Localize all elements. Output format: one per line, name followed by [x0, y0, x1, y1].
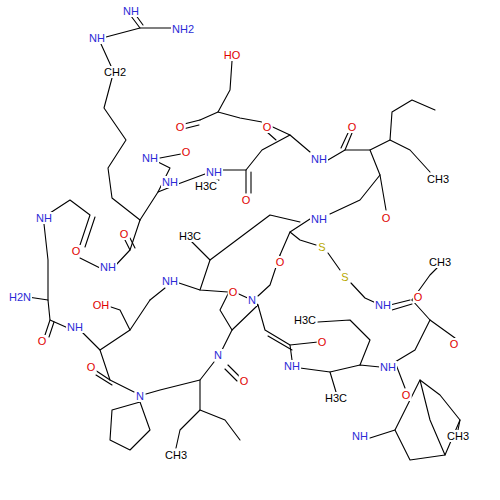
atom-label: NH: [99, 261, 117, 273]
atom-label: O: [413, 291, 424, 303]
atom-label: O: [275, 256, 286, 268]
atom-label: O: [401, 389, 412, 401]
atom-label: O: [86, 361, 97, 373]
atom-label: O: [71, 245, 82, 257]
atom-label: O: [228, 286, 239, 298]
atom-label: S: [317, 241, 326, 253]
atom-label: H2N: [8, 291, 32, 303]
atom-label: O: [119, 228, 130, 240]
atom-label: N: [213, 349, 223, 361]
atom-label: O: [37, 335, 48, 347]
atom-label: NH: [310, 213, 328, 225]
atom-label: S: [340, 271, 349, 283]
atom-label: NH2: [171, 23, 195, 35]
atom-label: CH3: [428, 256, 452, 268]
atom-label: OH: [92, 299, 111, 311]
atom-label: H3C: [324, 392, 348, 404]
atom-label: NH: [141, 152, 159, 164]
atom-label: CH3: [164, 449, 188, 461]
atom-label: H3C: [194, 180, 218, 192]
atom-label: O: [449, 338, 460, 350]
atom-label: NH: [283, 360, 301, 372]
atom-label: NH: [351, 430, 369, 442]
atom-label: NH: [310, 153, 328, 165]
atom-label: O: [175, 121, 186, 133]
atom-label: HO: [223, 49, 242, 61]
atom-label: O: [181, 146, 192, 158]
atom-label: O: [347, 121, 358, 133]
atom-label: NH: [379, 361, 397, 373]
atom-label: NH: [122, 5, 140, 17]
atom-label: NH: [66, 321, 84, 333]
atom-label: NH: [161, 176, 179, 188]
atom-label: H3C: [293, 314, 317, 326]
atom-label: O: [317, 336, 328, 348]
atom-label: CH3: [426, 173, 450, 185]
atom-label: O: [239, 375, 250, 387]
atom-label: NH: [205, 166, 223, 178]
atom-label: H3C: [178, 230, 202, 242]
atom-label: NH: [161, 275, 179, 287]
atom-label: O: [381, 212, 392, 224]
atom-label: CH2: [103, 66, 127, 78]
atom-label: NH: [35, 212, 53, 224]
atom-label: O: [262, 121, 273, 133]
atom-label: O: [241, 194, 252, 206]
atom-label: N: [247, 294, 257, 306]
atom-label: NH: [88, 32, 106, 44]
atom-label: NH: [374, 299, 392, 311]
atom-label: CH3: [446, 430, 470, 442]
atom-label: N: [135, 390, 145, 402]
